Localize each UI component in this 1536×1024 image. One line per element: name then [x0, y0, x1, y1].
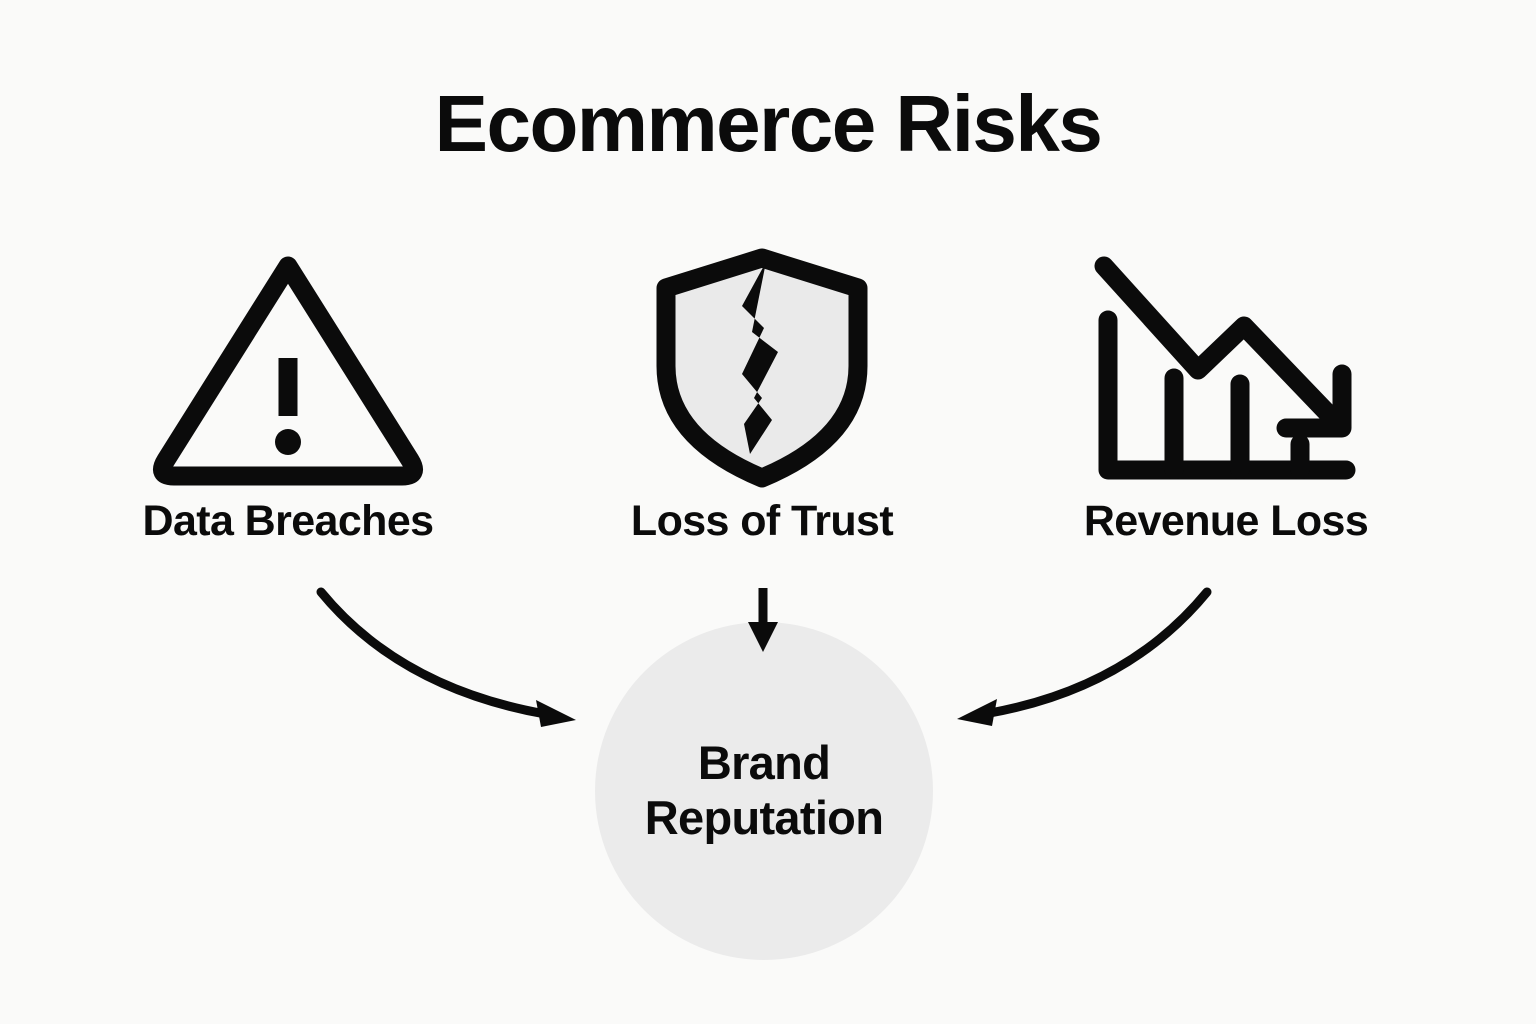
brand-reputation-line-2: Reputation	[644, 791, 884, 844]
arrow-breaches-to-brand	[316, 587, 576, 727]
arrow-revenue-to-brand	[957, 587, 1212, 726]
cracked-shield-icon	[582, 248, 942, 488]
node-data-breaches: Data Breaches	[108, 248, 468, 588]
node-label-data-breaches: Data Breaches	[142, 497, 435, 545]
brand-reputation-line-1: Brand	[697, 736, 831, 790]
declining-chart-icon	[1046, 248, 1406, 488]
node-loss-of-trust: Loss of Trust	[582, 248, 942, 588]
brand-reputation-node: Brand Reputation	[595, 622, 933, 960]
node-label-revenue-loss: Revenue Loss	[1083, 497, 1369, 545]
page-title: Ecommerce Risks	[434, 79, 1103, 168]
node-label-loss-of-trust: Loss of Trust	[630, 497, 894, 545]
node-revenue-loss: Revenue Loss	[1046, 248, 1406, 588]
warning-triangle-icon	[108, 248, 468, 488]
